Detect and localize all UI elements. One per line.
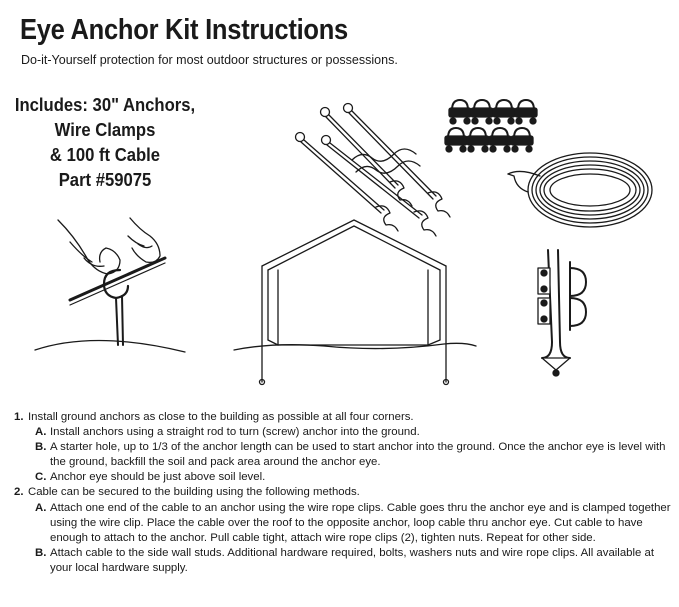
substep-text: Install anchors using a straight rod to …: [50, 426, 420, 439]
substep-2b: B. Attach cable to the side wall studs. …: [14, 546, 674, 576]
includes-line: & 100 ft Cable: [49, 144, 161, 165]
wire-clamps-icon: [444, 99, 538, 153]
includes-box: Includes: 30" Anchors, Wire Clamps & 100…: [11, 92, 200, 192]
substep-text: Attach one end of the cable to an anchor…: [50, 501, 671, 544]
step-2: 2. Cable can be secured to the building …: [14, 485, 674, 500]
includes-line: Wire Clamps: [54, 119, 156, 140]
page-title: Eye Anchor Kit Instructions: [20, 14, 348, 46]
substep-1b: B. A starter hole, up to 1/3 of the anch…: [14, 440, 674, 470]
illustrations: [34, 99, 653, 386]
substep-text: A starter hole, up to 1/3 of the anchor …: [50, 441, 666, 469]
substep-letter: C.: [35, 471, 47, 484]
substep-text: Anchor eye should be just above soil lev…: [50, 471, 266, 484]
substep-1a: A. Install anchors using a straight rod …: [14, 425, 674, 440]
substep-2a: A. Attach one end of the cable to an anc…: [14, 501, 674, 546]
step-1: 1. Install ground anchors as close to th…: [14, 410, 674, 425]
page-subtitle: Do-it-Yourself protection for most outdo…: [21, 53, 398, 67]
includes-line: Part #59075: [58, 169, 152, 190]
step-number: 2.: [14, 486, 24, 499]
substep-letter: A.: [35, 501, 47, 514]
substep-letter: B.: [35, 546, 47, 559]
cable-coil-icon: [507, 152, 653, 228]
includes-line: Includes: 30" Anchors,: [14, 94, 196, 115]
hand-turning-anchor-icon: [34, 217, 186, 353]
step-number: 1.: [14, 411, 24, 423]
substep-1c: C. Anchor eye should be just above soil …: [14, 470, 674, 485]
substep-letter: A.: [35, 426, 47, 439]
instructions-list: 1. Install ground anchors as close to th…: [14, 410, 674, 576]
step-text: Install ground anchors as close to the b…: [28, 411, 414, 423]
step-text: Cable can be secured to the building usi…: [28, 486, 360, 499]
anchors-icon: [294, 102, 451, 237]
substep-letter: B.: [35, 441, 47, 454]
substep-text: Attach cable to the side wall studs. Add…: [50, 546, 655, 574]
shelter-anchored-icon: [233, 219, 477, 386]
cable-clamp-loop-icon: [537, 249, 587, 377]
